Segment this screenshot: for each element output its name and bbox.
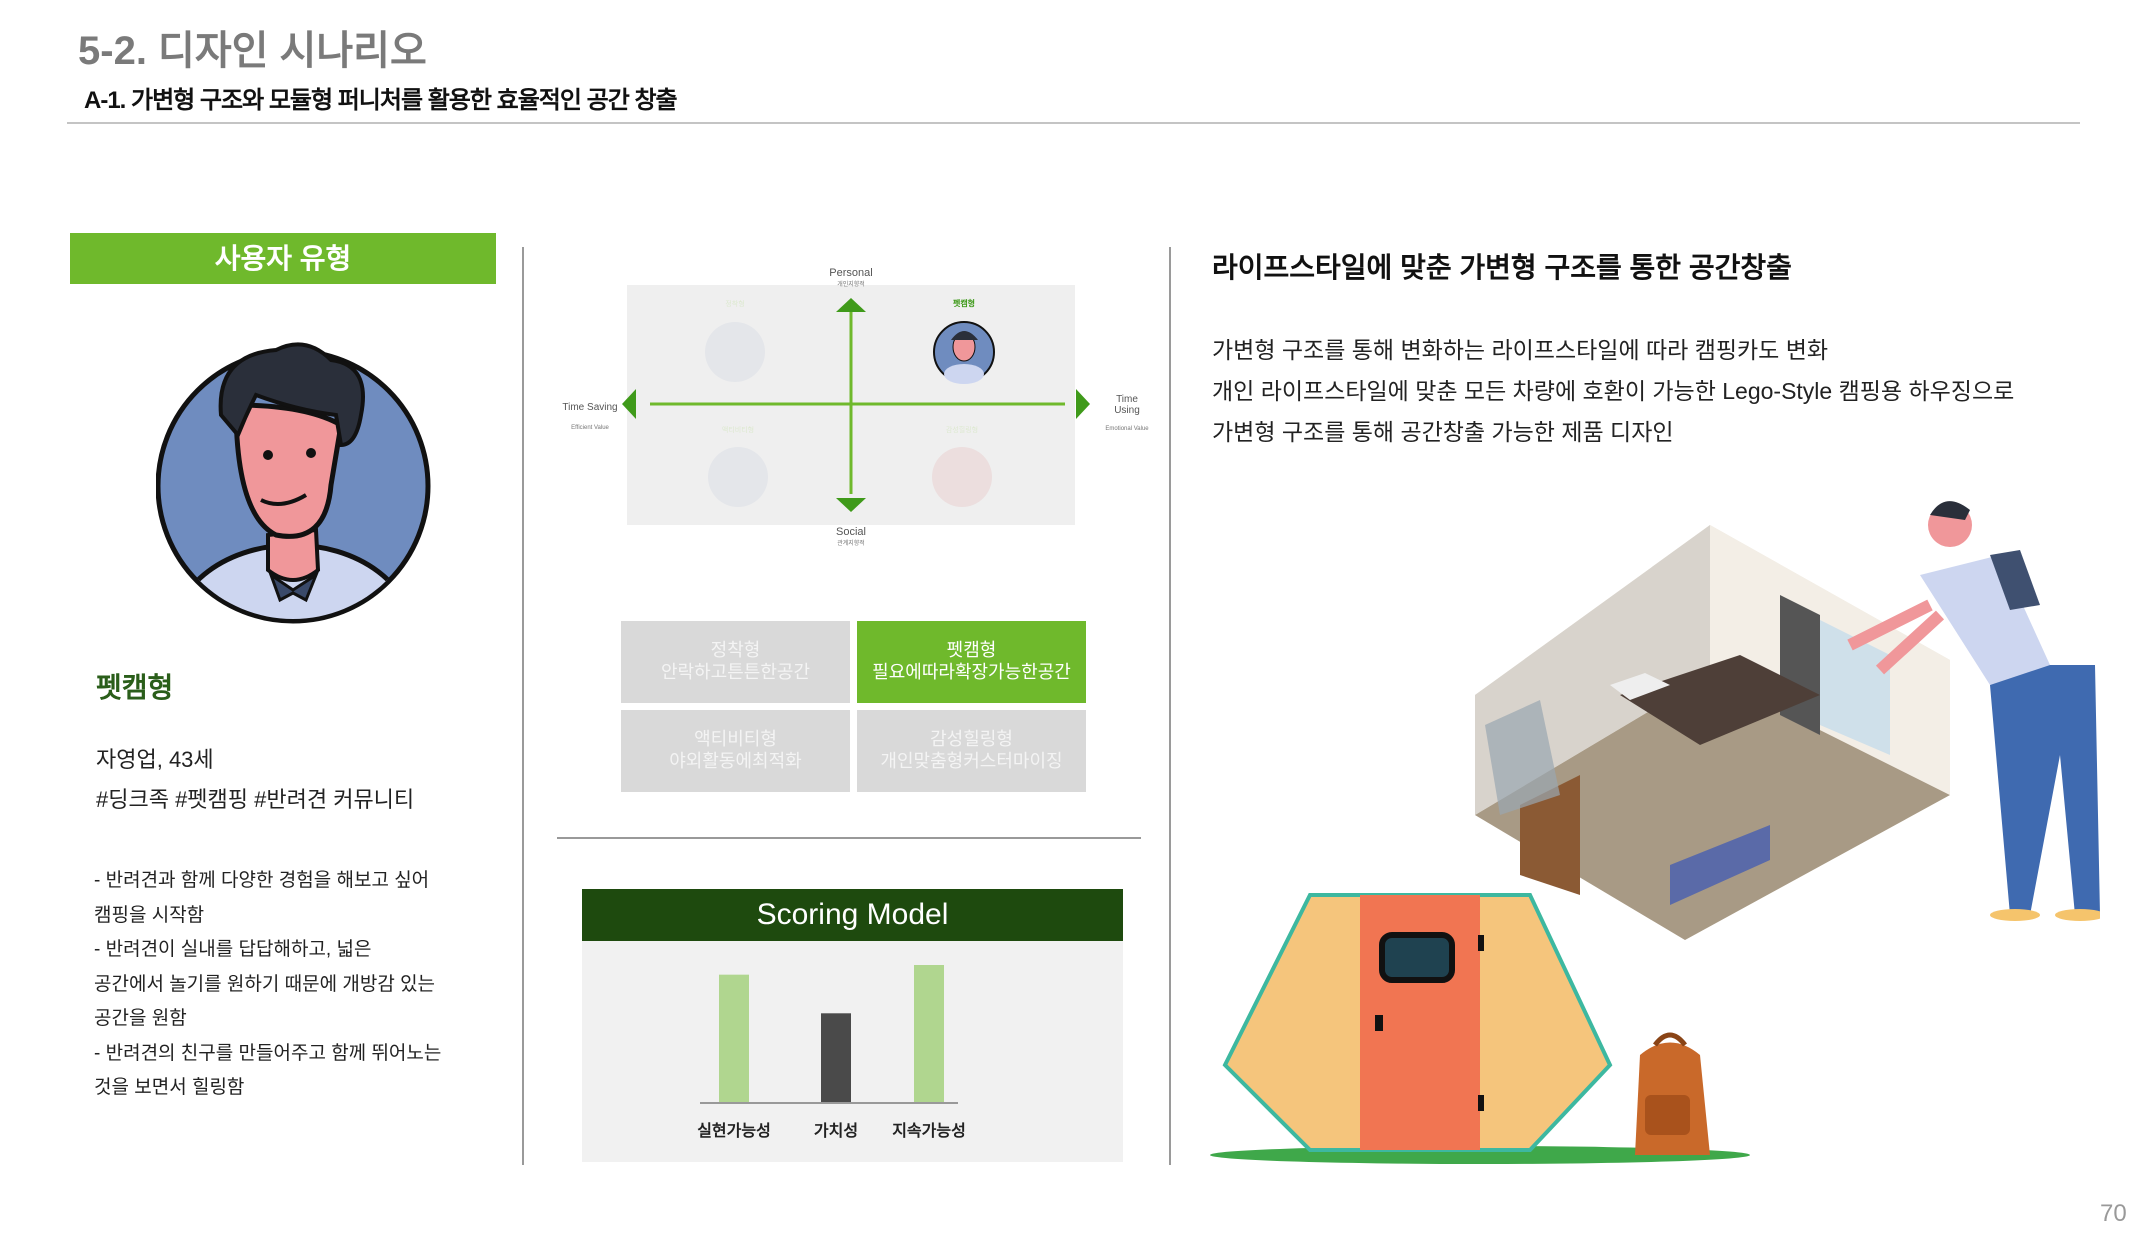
- persona-job-age: 자영업, 43세: [96, 747, 214, 772]
- x-tick-label: 실현가능성: [697, 1121, 771, 1140]
- axis-top-sub: 개인지향적: [837, 280, 865, 288]
- isometric-room-illustration: [1475, 525, 1950, 940]
- type-desc: 안락하고튼튼한공간: [660, 662, 811, 682]
- scoring-chart: 실현가능성 가치성 지속가능성: [697, 965, 966, 1140]
- bar-1: [719, 974, 749, 1103]
- axis-left-sub: Efficient Value: [571, 425, 609, 431]
- type-name: 펫캠형: [946, 640, 997, 660]
- column-divider: [522, 247, 524, 1165]
- bar-3: [914, 965, 944, 1103]
- scoring-model-title: Scoring Model: [582, 889, 1123, 941]
- camping-housing-illustration: [1210, 501, 2100, 1164]
- persona-faded-icon: [705, 322, 765, 382]
- positioning-quadrant: Personal 개인지향적 Social 관계지향적 Time Saving …: [562, 267, 1149, 547]
- desc-line: 것을 보면서 힐링함: [94, 1077, 245, 1098]
- axis-right-sub: Emotional Value: [1105, 426, 1149, 432]
- quadrant-label: 감성힐링형: [946, 425, 978, 434]
- type-name: 액티비티형: [694, 729, 777, 749]
- persona-faded-icon: [708, 447, 768, 507]
- arrow-up-icon: [836, 298, 866, 312]
- desc-line: - 반려견의 친구를 만들어주고 함께 뛰어노는: [94, 1042, 442, 1064]
- axis-top-label: Personal: [829, 267, 872, 279]
- desc-line: 공간에서 놀기를 원하기 때문에 개방감 있는: [94, 973, 436, 995]
- header-divider: [67, 122, 2080, 124]
- person-illustration: [1847, 501, 2100, 921]
- body-line: 가변형 구조를 통해 변화하는 라이프스타일에 따라 캠핑카도 변화: [1212, 337, 1829, 363]
- persona-description: - 반려견과 함께 다양한 경험을 해보고 싶어 캠핑을 시작함 - 반려견이 …: [94, 864, 441, 1106]
- desc-line: - 반려견이 실내를 답답해하고, 넓은: [94, 939, 372, 960]
- type-name: 정착형: [710, 640, 761, 660]
- axis-right-label: Time: [1116, 394, 1138, 405]
- type-desc: 개인맞춤형커스터마이징: [880, 751, 1063, 771]
- arrow-left-icon: [622, 389, 636, 419]
- bar-2: [821, 1013, 851, 1103]
- page-title: 5-2. 디자인 시나리오: [78, 29, 427, 73]
- tent-illustration: [1210, 893, 1750, 1164]
- concept-body: 가변형 구조를 통해 변화하는 라이프스타일에 따라 캠핑카도 변화 개인 라이…: [1212, 330, 2014, 453]
- page-number: 70: [2100, 1200, 2127, 1227]
- x-tick-label: 지속가능성: [892, 1122, 966, 1140]
- axis-bottom-sub: 관계지향적: [837, 539, 865, 547]
- desc-line: 공간을 원함: [94, 1008, 187, 1029]
- type-name: 감성힐링형: [930, 729, 1013, 749]
- x-tick-label: 가치성: [814, 1122, 858, 1140]
- body-line: 가변형 구조를 통해 공간창출 가능한 제품 디자인: [1212, 419, 1674, 445]
- persona-faded-icon: [932, 447, 992, 507]
- column-divider: [1169, 247, 1171, 1165]
- quadrant-label: 정착형: [725, 299, 744, 308]
- concept-heading: 라이프스타일에 맞춘 가변형 구조를 통한 공간창출: [1212, 252, 1792, 283]
- arrow-down-icon: [836, 498, 866, 512]
- axis-right-label-2: Using: [1114, 405, 1140, 416]
- desc-line: - 반려견과 함께 다양한 경험을 해보고 싶어: [94, 870, 430, 891]
- quadrant-label-active: 펫캠형: [953, 298, 975, 308]
- persona-tags: #딩크족 #펫캠핑 #반려견 커뮤니티: [96, 787, 415, 812]
- type-desc: 필요에따라확장가능한공간: [872, 662, 1071, 682]
- persona-type: 펫캠형: [96, 672, 174, 703]
- user-avatar-illustration: [156, 342, 431, 624]
- quadrant-label: 액티비티형: [722, 425, 754, 434]
- page-subtitle: A-1. 가변형 구조와 모듈형 퍼니처를 활용한 효율적인 공간 창출: [84, 87, 678, 114]
- section-divider: [557, 837, 1141, 839]
- desc-line: 캠핑을 시작함: [94, 904, 205, 926]
- scoring-model: Scoring Model 실현가능성 가치성 지속가능성: [582, 889, 1123, 1162]
- user-type-label: 사용자 유형: [70, 233, 496, 284]
- type-desc: 야외활동에최적화: [669, 751, 802, 771]
- axis-bottom-label: Social: [836, 526, 866, 538]
- arrow-right-icon: [1076, 389, 1090, 419]
- axis-left-label: Time Saving: [562, 402, 617, 413]
- backpack-illustration: [1635, 1032, 1710, 1155]
- body-line: 개인 라이프스타일에 맞춘 모든 차량에 호환이 가능한 Lego-Style …: [1212, 378, 2015, 404]
